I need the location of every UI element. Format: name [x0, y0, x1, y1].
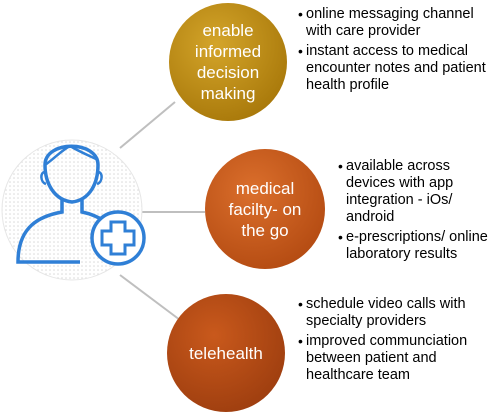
node-circle-3: [167, 294, 285, 412]
user-with-plus-icon: [1, 139, 146, 281]
node-circle-1: [169, 3, 287, 121]
bullet-item: e-prescriptions/ online laboratory resul…: [338, 229, 498, 263]
node-label-1: enable informed decision making: [194, 21, 262, 103]
node-label-3: telehealth: [189, 343, 263, 363]
bullet-list-3: schedule video calls with specialty prov…: [298, 296, 494, 387]
bullet-item: instant access to medical encounter note…: [298, 43, 494, 94]
bullet-list-1: online messaging channel with care provi…: [298, 6, 494, 97]
bullet-list-2: available across devices with app integr…: [338, 158, 498, 266]
bullet-item: online messaging channel with care provi…: [298, 6, 494, 40]
connector-3: [119, 274, 181, 321]
connector-1: [119, 101, 176, 149]
node-label-2: medical facilty- on the go: [228, 178, 302, 240]
bullet-item: available across devices with app integr…: [338, 158, 498, 226]
bullet-item: improved communciation between patient a…: [298, 333, 494, 384]
bullet-item: schedule video calls with specialty prov…: [298, 296, 494, 330]
node-circle-2: [205, 149, 325, 269]
